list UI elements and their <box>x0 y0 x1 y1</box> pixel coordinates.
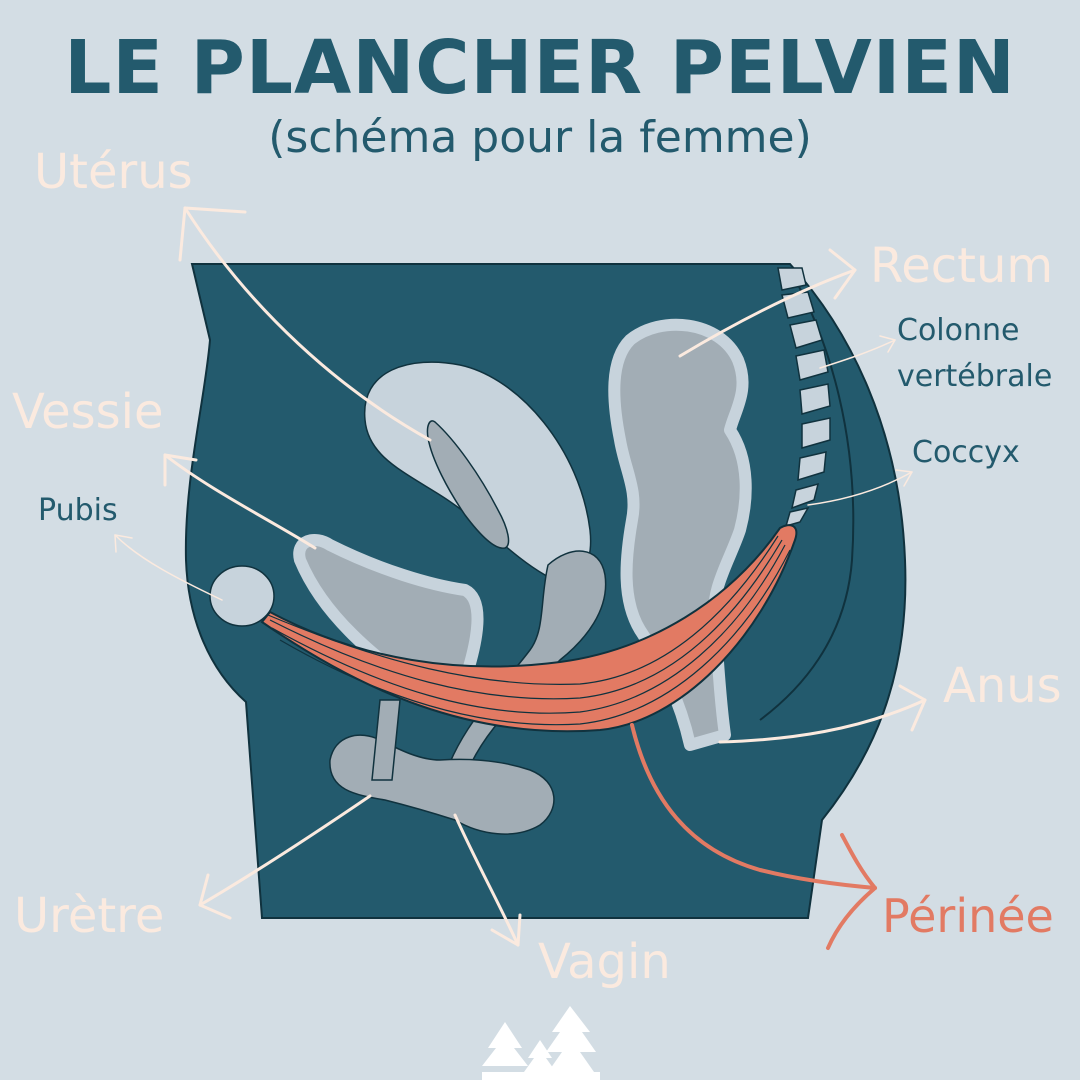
label-anus: Anus <box>943 658 1062 714</box>
label-vessie: Vessie <box>12 384 164 440</box>
page-title: LE PLANCHER PELVIEN <box>64 25 1016 111</box>
rectum-arrow <box>678 268 857 358</box>
pubis-arrowhead <box>114 534 133 553</box>
label-colonne-line2: vertébrale <box>897 359 1052 394</box>
coccyx-arrow <box>807 471 913 506</box>
label-pubis: Pubis <box>38 493 118 528</box>
vessie-arrow <box>163 453 317 550</box>
coccyx-arrowhead <box>895 469 913 487</box>
anus-arrow <box>718 698 927 744</box>
pine-trees-icon <box>482 1006 600 1080</box>
colonne-arrow <box>819 339 896 369</box>
pelvic-floor-muscle <box>260 524 798 733</box>
vessie-arrowhead <box>163 453 198 487</box>
pubis-arrow <box>114 534 223 601</box>
colonne-arrowhead <box>879 335 896 353</box>
thin-label-arrows <box>114 335 913 601</box>
pubic-bone <box>209 565 275 627</box>
rectum-arrowhead <box>828 248 857 300</box>
label-uterus: Utérus <box>34 144 193 200</box>
label-coccyx: Coccyx <box>912 435 1020 470</box>
label-rectum: Rectum <box>870 238 1053 294</box>
label-uretre: Urètre <box>14 888 164 944</box>
page-subtitle: (schéma pour la femme) <box>268 112 812 163</box>
perinee-arrow <box>630 723 877 950</box>
anus-arrowhead <box>898 684 927 732</box>
vagin-arrow <box>453 813 520 947</box>
uretre-arrow <box>198 794 372 907</box>
label-arrows <box>163 206 927 947</box>
uterus-arrowhead <box>178 206 247 262</box>
uretre-arrowhead <box>198 873 232 920</box>
urethra <box>371 699 401 781</box>
vagin-arrowhead <box>490 913 522 947</box>
label-perinee: Périnée <box>882 889 1054 943</box>
label-vagin: Vagin <box>538 934 671 990</box>
vertebral-column <box>777 267 831 528</box>
label-colonne-line1: Colonne <box>897 313 1019 348</box>
uterus-arrow <box>185 206 432 442</box>
